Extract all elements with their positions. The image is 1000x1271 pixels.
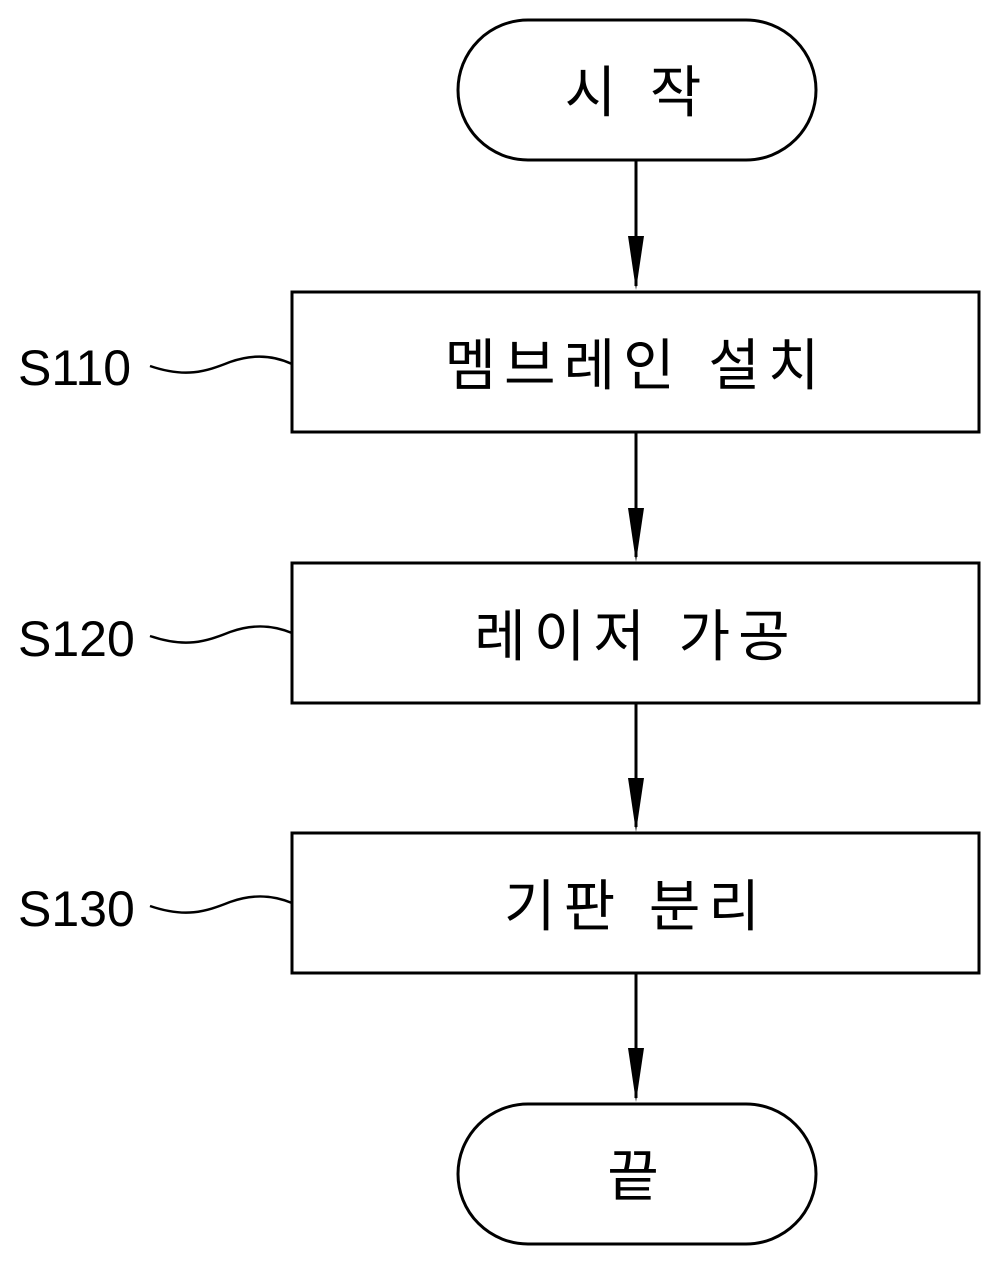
connector-s120-to-s130 (628, 703, 644, 832)
arrowhead (628, 236, 644, 290)
step-id-s110: S110 (18, 340, 131, 396)
process-label-s110: 멤브레인 설치 (445, 334, 828, 399)
process-label-s120: 레이저 가공 (474, 605, 797, 670)
process-step-s120: 레이저 가공 S120 (18, 563, 979, 703)
leader-line-s110 (150, 356, 292, 372)
end-terminal: 끝 (458, 1104, 816, 1244)
arrowhead (628, 508, 644, 562)
arrowhead (628, 778, 644, 832)
connector-s130-to-end (628, 973, 644, 1102)
step-id-s130: S130 (18, 881, 135, 937)
connector-s110-to-s120 (628, 432, 644, 562)
connector-start-to-s110 (628, 160, 644, 290)
process-step-s130: 기판 분리 S130 (18, 833, 979, 973)
start-terminal: 시 작 (458, 20, 816, 160)
leader-line-s130 (150, 896, 292, 912)
process-step-s110: 멤브레인 설치 S110 (18, 292, 979, 432)
end-terminal-label: 끝 (607, 1145, 667, 1210)
process-label-s130: 기판 분리 (504, 875, 768, 940)
step-id-s120: S120 (18, 611, 135, 667)
arrowhead (628, 1048, 644, 1102)
leader-line-s120 (150, 626, 292, 642)
start-terminal-label: 시 작 (565, 61, 710, 126)
